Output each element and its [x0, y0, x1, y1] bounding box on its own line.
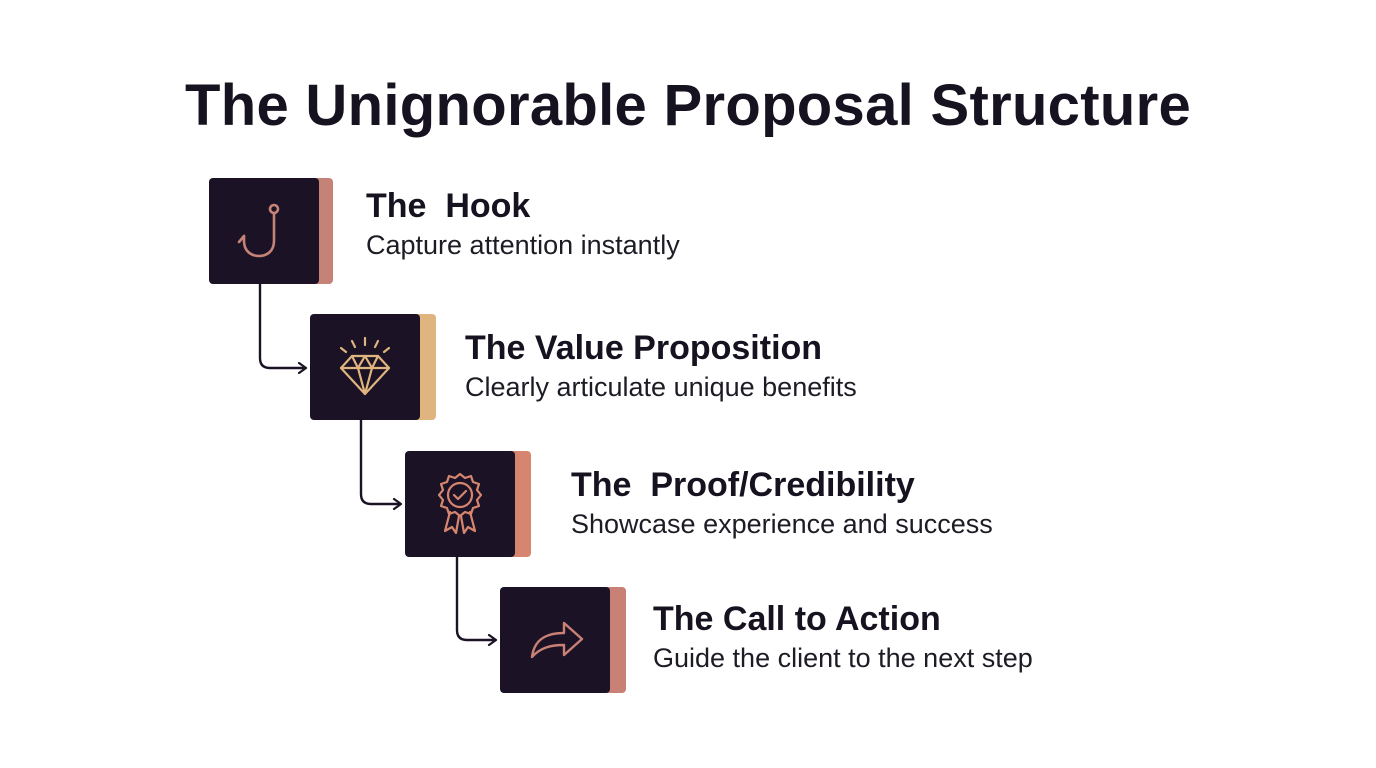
step-card	[209, 178, 319, 284]
step-title: The Call to Action	[653, 600, 941, 638]
step-title: The Hook	[366, 187, 531, 225]
step-card	[310, 314, 420, 420]
page-title: The Unignorable Proposal Structure	[185, 73, 1191, 138]
step-card	[405, 451, 515, 557]
connector-2	[359, 420, 401, 504]
step-title: The Value Proposition	[465, 329, 823, 367]
step-title: The Proof/Credibility	[571, 466, 915, 504]
step-description: Capture attention instantly	[366, 230, 680, 260]
award-badge-icon	[437, 472, 483, 535]
step-card	[500, 587, 610, 693]
arrow-forward-icon	[530, 621, 584, 659]
diamond-icon	[339, 336, 391, 396]
connector-3	[455, 556, 496, 640]
step-description: Clearly articulate unique benefits	[465, 372, 857, 402]
step-description: Guide the client to the next step	[653, 643, 1033, 673]
hook-icon	[237, 203, 280, 258]
connector-1	[258, 283, 306, 368]
step-description: Showcase experience and success	[571, 509, 993, 539]
